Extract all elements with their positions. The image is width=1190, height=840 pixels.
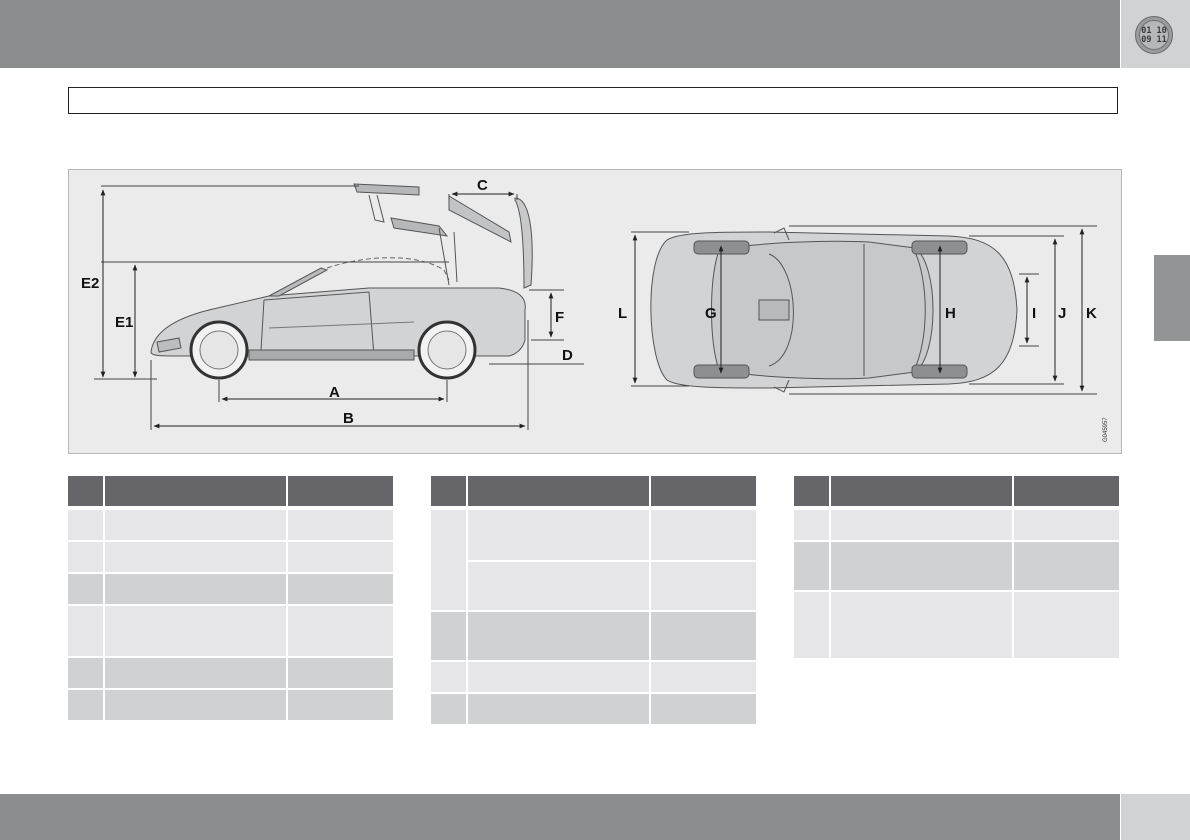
chapter-side-tab — [1154, 255, 1190, 341]
label-k: K — [1086, 305, 1097, 322]
label-j: J — [1058, 305, 1066, 322]
image-code: G045957 — [1103, 417, 1109, 442]
page-footer-bar — [0, 794, 1120, 840]
top-dimension-lines — [631, 225, 1097, 395]
side-dimension-lines — [94, 185, 584, 430]
label-i: I — [1032, 305, 1036, 322]
label-e2: E2 — [81, 275, 99, 292]
car-dimensions-diagram: E2 E1 C F D A B L G H I J K G045957 — [81, 177, 1109, 442]
label-b: B — [343, 410, 354, 427]
dimensions-table-left — [68, 476, 393, 722]
top-view-car — [650, 227, 1018, 393]
chapter-badge-icon: 01 10 09 11 — [1135, 16, 1173, 54]
label-c: C — [477, 177, 488, 194]
dimensions-table-middle — [431, 476, 756, 726]
label-g: G — [705, 305, 717, 322]
car-dimensions-figure: E2 E1 C F D A B L G H I J K G045957 — [68, 169, 1122, 454]
label-h: H — [945, 305, 956, 322]
label-l: L — [618, 305, 627, 322]
side-view-car — [150, 183, 533, 380]
chapter-badge-text: 01 10 09 11 — [1141, 26, 1167, 45]
label-d: D — [562, 347, 573, 364]
label-f: F — [555, 309, 564, 326]
section-title-box — [68, 87, 1118, 114]
label-e1: E1 — [115, 314, 133, 331]
page-footer-corner — [1121, 794, 1190, 840]
dimensions-table-right — [794, 476, 1119, 660]
page-header-bar — [0, 0, 1120, 68]
label-a: A — [329, 384, 340, 401]
